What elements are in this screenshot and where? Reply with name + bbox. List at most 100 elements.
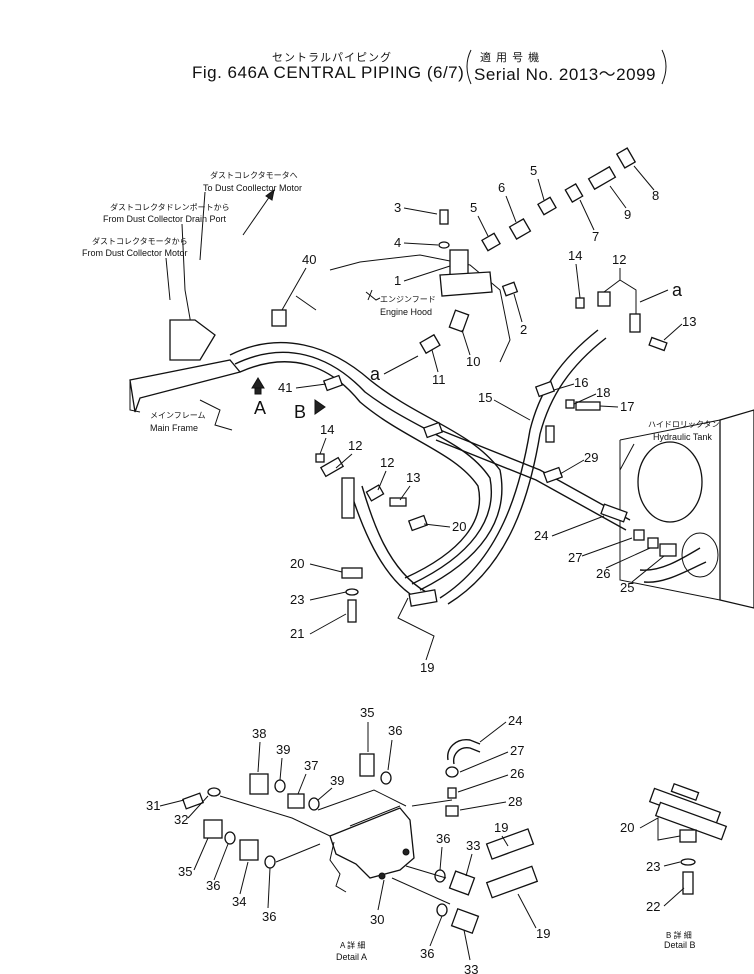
title-jp: セントラルパイピング — [272, 50, 392, 64]
callout-hydraulic-tank-en: Hydraulic Tank — [653, 432, 712, 442]
part-label: 37 — [304, 758, 318, 773]
callout-engine-hood-jp: エンジンフード — [380, 295, 436, 304]
part-label: 36 — [420, 946, 434, 961]
part-label: 35 — [178, 864, 192, 879]
part-label: 3 — [394, 200, 401, 215]
part-label: 34 — [232, 894, 246, 909]
part-label: 20 — [620, 820, 634, 835]
part-label: 5 — [530, 163, 537, 178]
part-label: 41 — [278, 380, 292, 395]
part-label: 14 — [320, 422, 334, 437]
main-frame — [129, 319, 242, 431]
part-label: 26 — [510, 766, 524, 781]
part-label: 40 — [302, 252, 316, 267]
arrow-view-b — [314, 399, 326, 415]
hydraulic-tank — [619, 409, 754, 609]
part-label: 13 — [682, 314, 696, 329]
part-label: 27 — [510, 743, 524, 758]
part-label: 20 — [452, 519, 466, 534]
part-label: 18 — [596, 385, 610, 400]
part-label: 16 — [574, 375, 588, 390]
leader-engine-hood — [365, 291, 381, 301]
part-label: 35 — [360, 705, 374, 720]
detail-a-en: Detail A — [336, 952, 367, 962]
callout-dust-motor-from-en: From Dust Collector Motor — [82, 248, 188, 258]
part-label: 36 — [436, 831, 450, 846]
part-label: 4 — [394, 235, 401, 250]
leader-a-small-2 — [639, 289, 669, 303]
part-label: 14 — [568, 248, 582, 263]
part-label: 10 — [466, 354, 480, 369]
detail-b — [648, 782, 728, 895]
part-label: 39 — [330, 773, 344, 788]
part-label: 22 — [646, 899, 660, 914]
leader-hydraulic-tank — [619, 443, 635, 510]
part-label: 38 — [252, 726, 266, 741]
part-label: 36 — [262, 909, 276, 924]
view-marker-a: A — [254, 398, 266, 418]
view-marker-a-small-1: a — [370, 364, 381, 384]
part-label: 9 — [624, 207, 631, 222]
part-label: 5 — [470, 200, 477, 215]
part-label: 7 — [592, 229, 599, 244]
part-label: 19 — [536, 926, 550, 941]
part-label: 24 — [534, 528, 548, 543]
title-en: Fig. 646A CENTRAL PIPING (6/7) — [192, 63, 464, 82]
part-label: 2 — [520, 322, 527, 337]
part-labels-main: 3 4 1 5 6 5 7 9 8 2 10 11 14 12 13 40 41 — [278, 163, 696, 675]
callout-main-frame-jp: メインフレーム — [150, 411, 206, 420]
upper-fittings — [271, 147, 677, 623]
part-label: 12 — [380, 455, 394, 470]
part-label: 23 — [290, 592, 304, 607]
callout-main-frame-en: Main Frame — [150, 423, 198, 433]
part-label: 12 — [348, 438, 362, 453]
arrow-view-a — [251, 377, 265, 389]
leader-a-small-1 — [383, 355, 419, 375]
part-label: 19 — [494, 820, 508, 835]
part-label: 1 — [394, 273, 401, 288]
part-label: 33 — [466, 838, 480, 853]
part-label: 15 — [478, 390, 492, 405]
callout-dust-motor-to-jp: ダストコレクタモータへ — [210, 170, 298, 180]
part-label: 23 — [646, 859, 660, 874]
detail-b-en: Detail B — [664, 940, 696, 950]
serial-close-paren — [661, 49, 667, 85]
part-label: 21 — [290, 626, 304, 641]
view-marker-a-small-2: a — [672, 280, 683, 300]
detail-b-jp: B 詳 細 — [666, 930, 692, 940]
part-label: 24 — [508, 713, 522, 728]
callout-hydraulic-tank-jp: ハイドロリックタンク — [648, 420, 728, 429]
part-label: 26 — [596, 566, 610, 581]
part-label: 11 — [432, 372, 446, 387]
part-label: 28 — [508, 794, 522, 809]
pipe-clamps — [322, 374, 564, 607]
callout-engine-hood-en: Engine Hood — [380, 307, 432, 317]
part-label: 31 — [146, 798, 160, 813]
part-label: 6 — [498, 180, 505, 195]
leader-drain-port — [181, 223, 193, 331]
detail-a — [181, 739, 539, 935]
part-label: 13 — [406, 470, 420, 485]
part-label: 32 — [174, 812, 188, 827]
part-label: 33 — [464, 962, 478, 974]
part-label: 29 — [584, 450, 598, 465]
part-label: 25 — [620, 580, 634, 595]
part-label: 36 — [388, 723, 402, 738]
serial-en: Serial No. 2013～2099 — [474, 65, 656, 84]
part-label: 27 — [568, 550, 582, 565]
view-marker-b: B — [294, 402, 306, 422]
part-label: 36 — [206, 878, 220, 893]
leader-dust-motor — [199, 191, 206, 261]
callout-drain-en: From Dust Collector Drain Port — [103, 214, 227, 224]
part-label: 8 — [652, 188, 659, 203]
callout-drain-jp: ダストコレクタドレンポートから — [110, 202, 230, 212]
part-label: 39 — [276, 742, 290, 757]
callout-dust-motor-from-jp: ダストコレクタモータから — [92, 236, 188, 246]
part-label: 30 — [370, 912, 384, 927]
serial-open-paren — [466, 49, 472, 85]
arrow-view-a-stem — [254, 387, 262, 395]
arrow-to-dust-motor — [242, 195, 271, 236]
part-labels-detail-b: 20 23 22 — [620, 817, 685, 914]
serial-jp: 適 用 号 機 — [480, 50, 540, 64]
part-label: 17 — [620, 399, 634, 414]
